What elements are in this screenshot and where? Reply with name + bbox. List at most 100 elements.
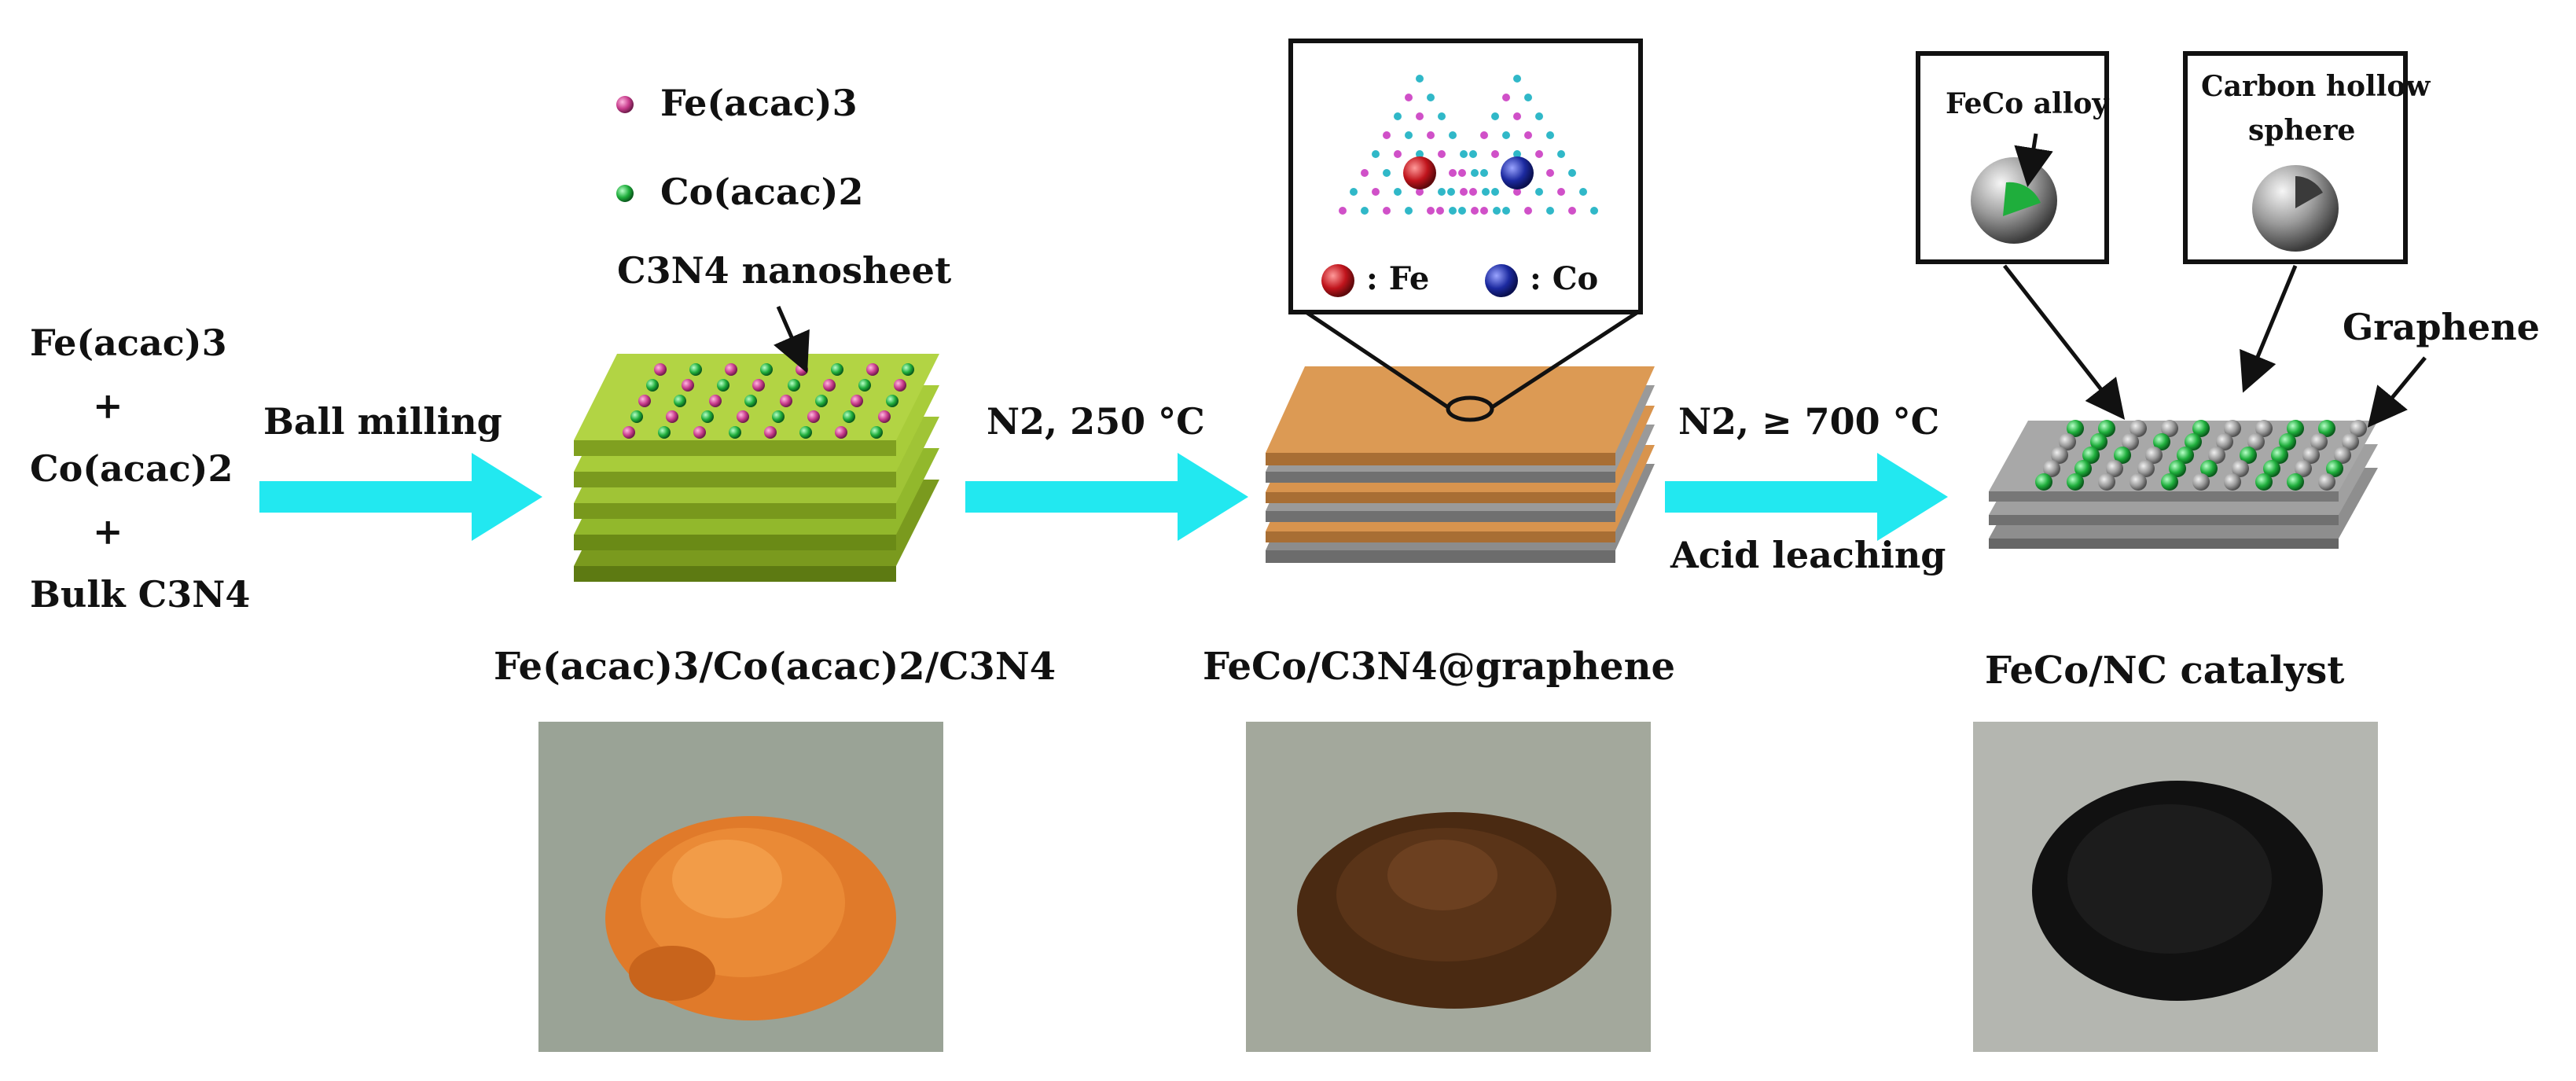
precursor-dot — [630, 410, 643, 423]
precursor-dot — [760, 363, 773, 376]
precursor-dot — [866, 363, 879, 376]
precursor-dot — [689, 363, 702, 376]
particle — [2200, 460, 2218, 477]
lattice-atom — [1513, 112, 1521, 120]
precursor-dot — [729, 426, 741, 439]
precursor-dot — [815, 395, 828, 407]
particle — [2082, 447, 2100, 464]
lattice-atom — [1471, 169, 1479, 177]
precursor-dot — [780, 395, 792, 407]
reactant-co: Co(acac)2 — [30, 447, 233, 490]
step-3-sublabel: Acid leaching — [1670, 534, 1946, 576]
particle — [2035, 473, 2052, 491]
lattice-atom — [1502, 131, 1510, 139]
alloy-label: FeCo alloy — [1946, 87, 2109, 120]
precursor-dot — [701, 410, 714, 423]
lattice-atom — [1524, 131, 1532, 139]
alloy-core — [2003, 182, 2041, 216]
particle — [2098, 420, 2115, 437]
particle — [2224, 420, 2241, 437]
particle — [2240, 447, 2257, 464]
particle — [2302, 447, 2320, 464]
legend-fe-label: Fe(acac)3 — [660, 82, 858, 124]
lattice-atom — [1405, 94, 1413, 101]
plus-sign-1: + — [93, 384, 123, 427]
particle — [2318, 420, 2335, 437]
lattice-atom — [1438, 188, 1446, 196]
precursor-dot — [737, 410, 749, 423]
step-3-label: N2, ≥ 700 °C — [1678, 400, 1940, 443]
lattice-atom — [1383, 169, 1391, 177]
lattice-atom — [1469, 150, 1477, 158]
precursor-dot — [666, 410, 678, 423]
product-2-label: FeCo/C3N4@graphene — [1203, 645, 1676, 689]
particle — [2310, 433, 2328, 450]
lattice-atom — [1436, 207, 1444, 215]
precursor-dot — [894, 379, 906, 392]
particle — [2287, 473, 2304, 491]
fe-precursor-dot — [616, 96, 634, 113]
particle — [2192, 420, 2210, 437]
lattice-atom — [1405, 207, 1413, 215]
lattice-atom — [1546, 169, 1554, 177]
particle — [2295, 460, 2312, 477]
zoom-ellipse — [1446, 395, 1494, 422]
particle — [2114, 447, 2131, 464]
lattice-atom — [1383, 131, 1391, 139]
precursor-dots — [623, 363, 914, 439]
lattice-atom — [1471, 207, 1479, 215]
inset-co-label: : Co — [1530, 260, 1599, 297]
graphene-label: Graphene — [2343, 306, 2540, 348]
brown-powder-photo — [1246, 722, 1651, 1052]
lattice-atom — [1372, 188, 1380, 196]
precursor-dot — [658, 426, 671, 439]
particle — [2326, 460, 2343, 477]
process-arrow-2 — [965, 453, 1248, 541]
particle — [2145, 447, 2163, 464]
particle — [2177, 447, 2194, 464]
lattice-atom — [1416, 112, 1424, 120]
lattice-atom — [1579, 188, 1587, 196]
lattice-atom — [1383, 207, 1391, 215]
precursor-dot — [878, 410, 891, 423]
fe-atom — [1403, 156, 1436, 189]
particle — [2224, 473, 2241, 491]
precursor-dot — [799, 426, 812, 439]
lattice-atom — [1524, 94, 1532, 101]
lattice-atom — [1427, 131, 1435, 139]
precursor-dot — [807, 410, 820, 423]
process-arrow-3 — [1665, 453, 1948, 541]
lattice-atom — [1416, 75, 1424, 83]
particle — [2059, 433, 2076, 450]
lattice-atom — [1535, 112, 1543, 120]
lattice-atom — [1416, 188, 1424, 196]
particle — [2334, 447, 2351, 464]
lattice-atom — [1557, 150, 1565, 158]
particle — [2247, 433, 2265, 450]
lattice-atom — [1361, 169, 1369, 177]
particle — [2067, 420, 2084, 437]
particle — [2130, 420, 2147, 437]
particle — [2161, 420, 2178, 437]
particle — [2098, 473, 2115, 491]
lattice-atom — [1460, 188, 1468, 196]
precursor-dot — [646, 379, 659, 392]
particle — [2067, 473, 2084, 491]
particle — [2106, 460, 2123, 477]
process-arrow-1 — [259, 453, 542, 541]
plus-sign-2: + — [93, 510, 123, 553]
particle — [2342, 433, 2359, 450]
sphere-label-2: sphere — [2248, 114, 2356, 147]
particle — [2185, 433, 2202, 450]
precursor-dot — [693, 426, 706, 439]
particle — [2271, 447, 2288, 464]
reactant-bulk: Bulk C3N4 — [30, 573, 251, 616]
lattice-atom — [1480, 131, 1488, 139]
feco-c3n4-graphene-stack — [1266, 366, 1655, 563]
precursor-dot — [835, 426, 847, 439]
precursor-dot — [752, 379, 765, 392]
lattice-atom — [1339, 207, 1347, 215]
lattice-atom — [1502, 94, 1510, 101]
product-3-label: FeCo/NC catalyst — [1985, 649, 2345, 693]
product-1-label: Fe(acac)3/Co(acac)2/C3N4 — [494, 645, 1056, 689]
